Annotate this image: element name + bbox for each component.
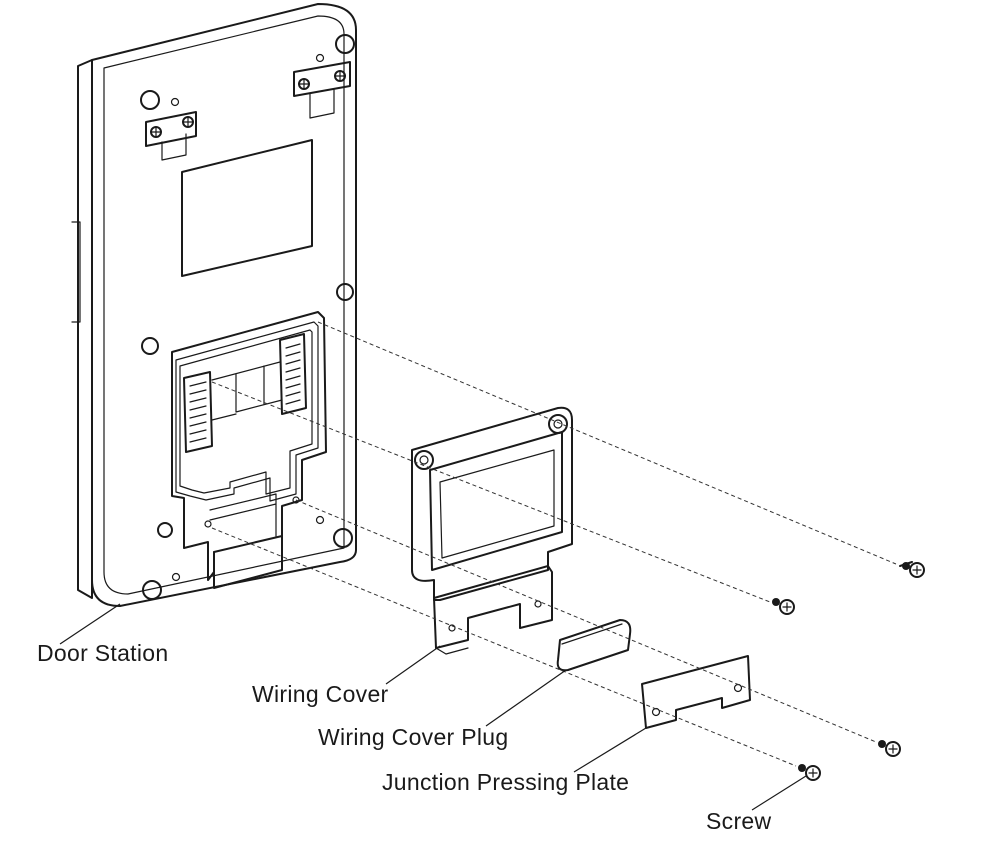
- leader-door-station: [59, 603, 121, 645]
- wiring-cover-face-inner: [439, 449, 555, 559]
- bracket-right-hook: [309, 89, 335, 119]
- plug-top-edge: [561, 623, 623, 645]
- corner-hole-br: [333, 528, 353, 548]
- leader-wiring-cover-plug: [485, 669, 567, 727]
- small-hole: [171, 572, 181, 582]
- small-hole: [315, 53, 325, 63]
- small-hole: [292, 496, 300, 504]
- side-hole-left: [141, 337, 159, 355]
- screw-thread: [798, 764, 806, 772]
- screw-cross: [782, 602, 792, 612]
- door-station-label: Door Station: [37, 640, 169, 666]
- wiring-cover-plug-label: Wiring Cover Plug: [318, 724, 509, 750]
- cable-shroud: [213, 535, 283, 589]
- bracket-right: [293, 61, 351, 97]
- alignment-line: [317, 321, 897, 565]
- leader-junction-pressing-plate: [573, 727, 647, 773]
- alignment-line: [211, 527, 797, 767]
- small-hole: [534, 600, 542, 608]
- pressing-plate: [641, 655, 751, 729]
- screw-thread: [902, 562, 910, 570]
- door-station-side: [77, 59, 93, 599]
- terminal-block-right: [279, 333, 307, 415]
- door-station: [71, 3, 357, 607]
- screw-cross: [335, 71, 345, 81]
- wiring-cover-tab: [433, 565, 553, 649]
- small-hole: [315, 515, 325, 525]
- corner-hole-tl: [140, 90, 160, 110]
- cover-screw-hole-left-inner: [419, 455, 429, 465]
- terminal-pins: [189, 381, 207, 443]
- cable-shroud-lines: [209, 493, 277, 537]
- small-hole: [204, 520, 212, 528]
- wiring-recess-gasket: [175, 321, 319, 502]
- door-station-back: [91, 3, 357, 607]
- screw-cross: [888, 744, 898, 754]
- corner-hole-tr: [335, 34, 355, 54]
- junction-pressing-plate: [641, 655, 751, 729]
- screw-head-icon: [150, 126, 162, 138]
- wiring-recess-outer: [171, 311, 327, 581]
- screw-icon: [878, 740, 901, 757]
- screw-thread: [772, 598, 780, 606]
- screw-icon: [772, 598, 795, 615]
- screw-head-icon: [334, 70, 346, 82]
- side-hole-right: [336, 283, 354, 301]
- wiring-cover-label: Wiring Cover: [252, 681, 389, 707]
- door-station-side-slot: [71, 221, 81, 323]
- wiring-cover-face: [429, 431, 563, 571]
- leader-wiring-cover: [385, 645, 441, 685]
- cover-screw-hole-right: [548, 414, 568, 434]
- screw-cross: [299, 79, 309, 89]
- wiring-cover-plug: [556, 619, 632, 672]
- wiring-cover-tab-edge: [435, 647, 469, 655]
- inner-partitions: [211, 361, 283, 421]
- small-hole: [448, 624, 456, 632]
- corner-hole-bl: [142, 580, 162, 600]
- screw-cross: [808, 768, 818, 778]
- small-hole: [170, 97, 180, 107]
- screw-label: Screw: [706, 808, 772, 834]
- cover-screw-hole-right-inner: [553, 419, 563, 429]
- screw-head-icon: [182, 116, 194, 128]
- screw-head-icon: [298, 78, 310, 90]
- screw-cross: [183, 117, 193, 127]
- door-station-back-rim: [103, 15, 345, 595]
- screw-cross: [912, 565, 922, 575]
- alignment-line: [211, 381, 771, 603]
- screw-icon: [899, 561, 925, 578]
- wiring-recess-inner: [179, 329, 313, 495]
- bracket-left: [145, 111, 197, 147]
- junction-pressing-plate-label: Junction Pressing Plate: [382, 769, 630, 795]
- label-recess: [181, 139, 313, 277]
- cover-screw-hole-left: [414, 450, 434, 470]
- plug-body: [556, 619, 632, 672]
- screw-thread: [878, 740, 886, 748]
- wiring-cover: [411, 406, 573, 655]
- alignment-lines: [211, 321, 897, 767]
- terminal-block-left: [183, 371, 213, 453]
- bracket-left-hook: [161, 133, 187, 161]
- post-icon: [157, 522, 173, 538]
- terminal-pins: [285, 343, 301, 405]
- leader-lines: [59, 603, 807, 811]
- screw-cross: [151, 127, 161, 137]
- leader-screw: [751, 775, 807, 811]
- screw-icon: [798, 764, 821, 781]
